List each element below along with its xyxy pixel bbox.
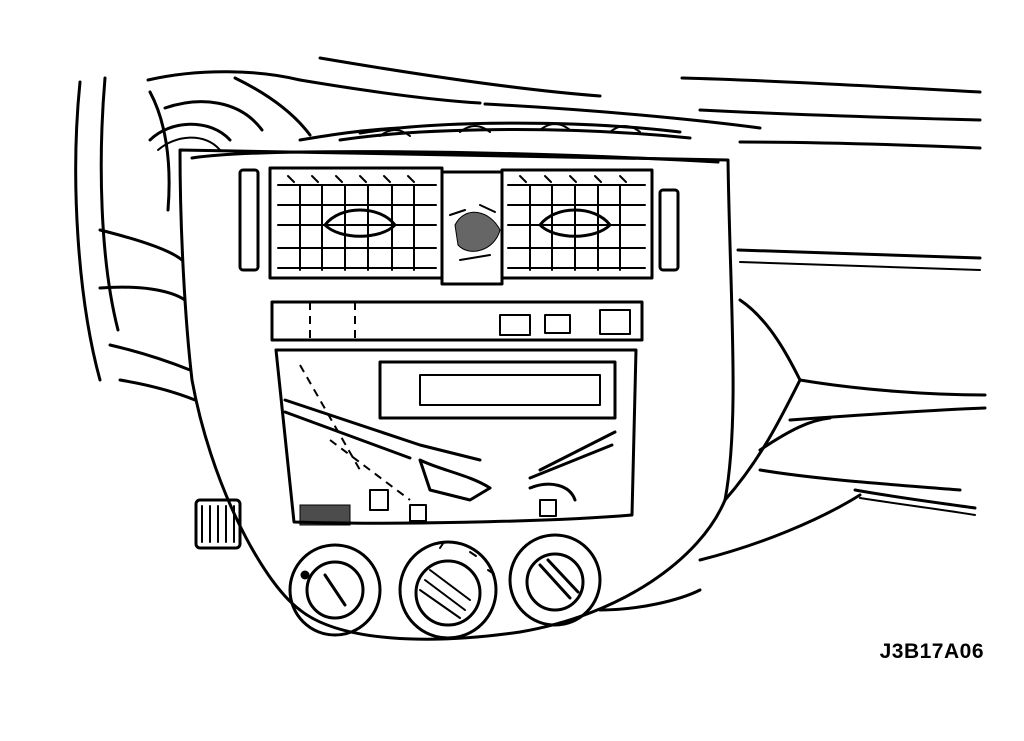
passenger-dashboard — [598, 298, 987, 612]
headlamp-switch — [194, 498, 242, 550]
left-air-vent — [238, 166, 444, 280]
steering-column — [74, 76, 264, 402]
mode-knob — [398, 540, 498, 640]
temperature-knob — [508, 533, 602, 627]
climate-control-knobs — [288, 533, 602, 640]
dashboard-top — [146, 56, 982, 271]
switch-panel-strip — [270, 300, 644, 342]
figure-code: J3B17A06 — [879, 640, 984, 663]
radio-opening — [274, 348, 638, 526]
center-hazard-switch — [440, 170, 504, 286]
center-console-bezel — [178, 121, 735, 641]
fan-speed-knob — [288, 543, 382, 637]
right-air-vent — [500, 168, 680, 280]
